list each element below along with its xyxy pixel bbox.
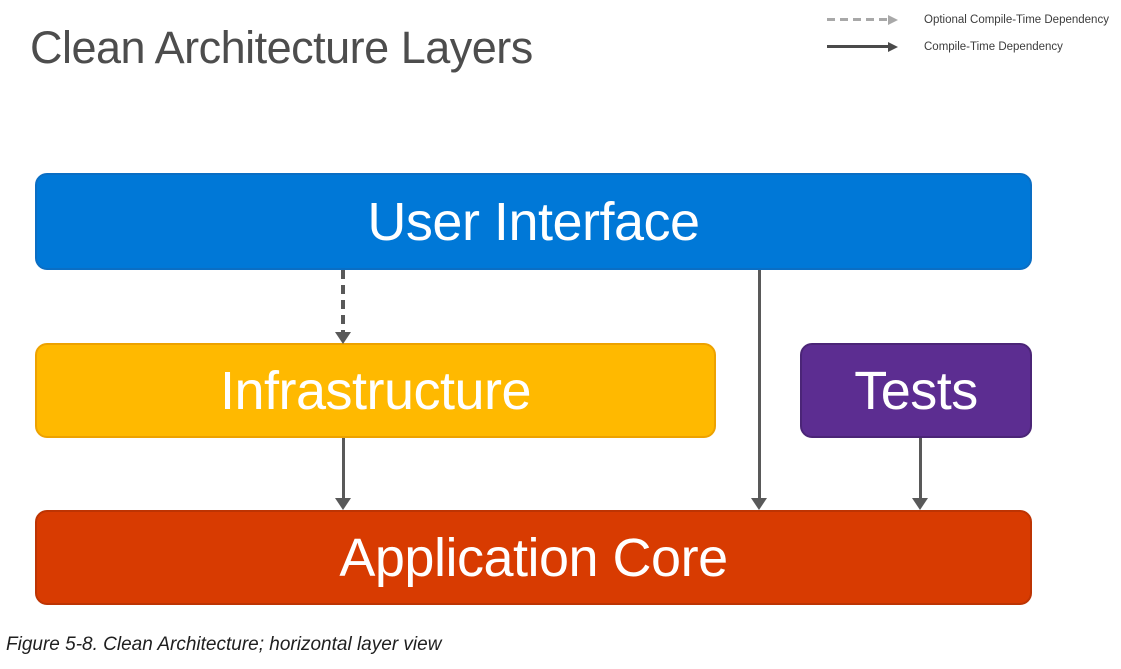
legend-item-optional-dependency: Optional Compile-Time Dependency xyxy=(827,6,1109,33)
arrow-ui-to-infrastructure xyxy=(334,270,352,344)
solid-arrow-head xyxy=(888,41,898,52)
dashed-arrow-head xyxy=(888,14,898,25)
dashed-arrow-line xyxy=(827,18,888,21)
solid-arrow-line xyxy=(827,45,888,48)
arrow-ui-to-application-core xyxy=(750,270,768,510)
figure-caption: Figure 5-8. Clean Architecture; horizont… xyxy=(6,634,442,655)
node-infrastructure-label: Infrastructure xyxy=(219,360,532,421)
legend: Optional Compile-Time Dependency Compile… xyxy=(827,6,1109,60)
arrow-ui-to-infrastructure-head xyxy=(335,332,351,344)
node-user-interface-label: User Interface xyxy=(367,191,700,252)
arrow-ui-to-application-core-line xyxy=(757,270,761,498)
arrow-tests-to-application-core xyxy=(911,438,929,510)
arrow-tests-to-application-core-line xyxy=(918,438,922,498)
arrow-infrastructure-to-application-core xyxy=(334,438,352,510)
node-infrastructure: Infrastructure xyxy=(35,343,716,438)
legend-item-dependency: Compile-Time Dependency xyxy=(827,33,1109,60)
legend-label-optional: Optional Compile-Time Dependency xyxy=(924,13,1109,26)
node-user-interface: User Interface xyxy=(35,173,1032,270)
node-application-core-label: Application Core xyxy=(339,527,728,588)
dashed-arrow-icon xyxy=(827,14,898,25)
arrow-infrastructure-to-application-core-line xyxy=(341,438,345,498)
node-application-core: Application Core xyxy=(35,510,1032,605)
node-tests: Tests xyxy=(800,343,1032,438)
solid-arrow-icon xyxy=(827,41,898,52)
arrow-tests-to-application-core-head xyxy=(912,498,928,510)
legend-label-compile-time: Compile-Time Dependency xyxy=(924,40,1063,53)
arrow-ui-to-infrastructure-line xyxy=(341,270,345,332)
arrow-infrastructure-to-application-core-head xyxy=(335,498,351,510)
node-tests-label: Tests xyxy=(854,360,978,421)
page-title: Clean Architecture Layers xyxy=(30,22,533,73)
arrow-ui-to-application-core-head xyxy=(751,498,767,510)
